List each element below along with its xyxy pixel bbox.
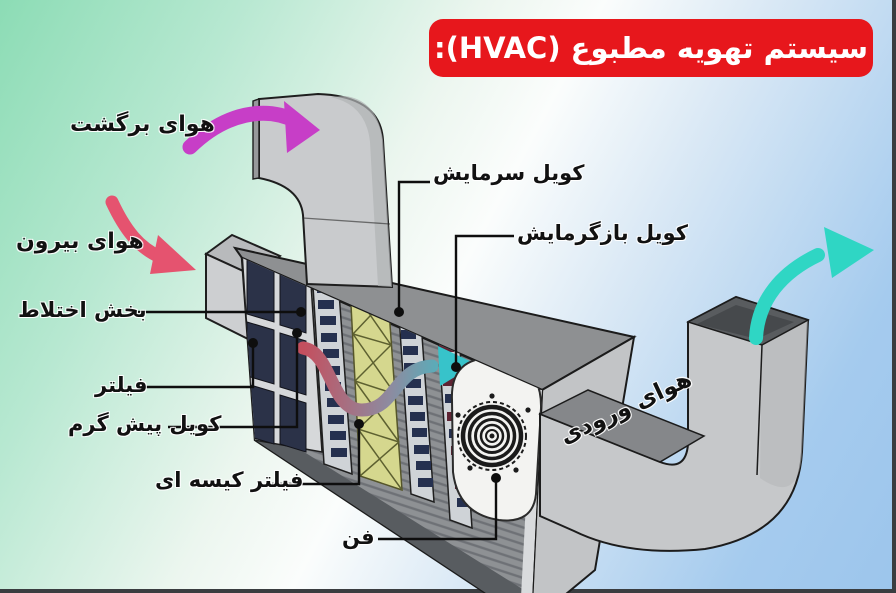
outside-air-arrow [105,195,196,274]
label-mixing-section: بخش اختلاط [18,298,147,322]
fan [450,356,542,522]
page-title-text: سیستم تهویه مطبوع (HVAC): [433,31,869,65]
label-outside-air: هوای بیرون [16,229,144,254]
page-title: سیستم تهویه مطبوع (HVAC): [429,19,873,77]
label-return-air: هوای برگشت [70,112,215,137]
label-preheat-coil: کویل پیش گرم [68,412,222,436]
leader-dots [248,307,501,483]
return-air-arrow [182,101,320,155]
label-bag-filter: فیلتر کیسه ای [155,468,304,492]
supply-air-arrow [749,227,874,345]
ahu-unit [232,92,637,593]
supply-air-duct [538,295,810,552]
label-cooling-coil: کویل سرمایش [433,161,585,185]
leader-lines [138,180,514,541]
label-fan: فن [342,525,375,549]
label-reheat-coil: کویل بازگرمایش [517,221,688,245]
label-filter: فیلتر [95,373,148,397]
